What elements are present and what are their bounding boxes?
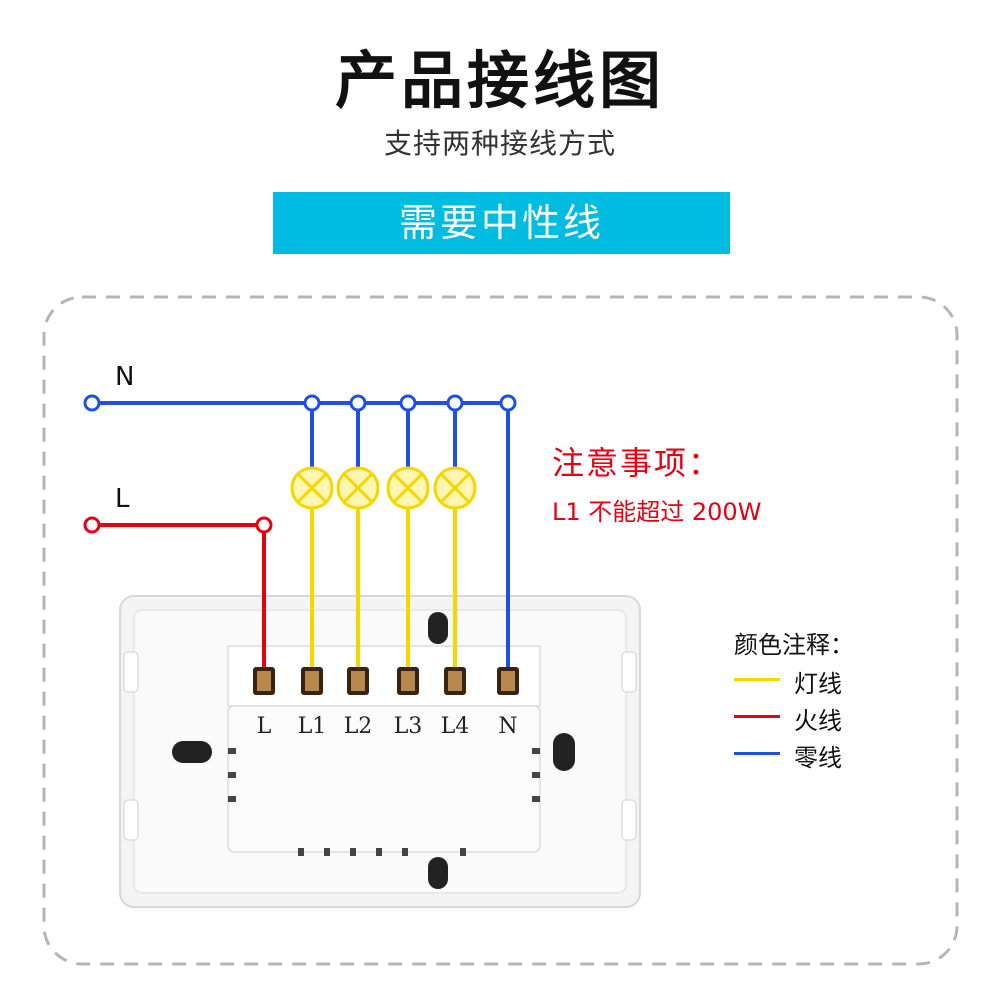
live-nodes: [83, 516, 273, 534]
clip-right-top: [621, 651, 637, 693]
page-title: 产品接线图: [334, 44, 665, 117]
legend-item-lamp: 灯线: [734, 664, 874, 698]
legend-item-live: 火线: [734, 701, 874, 735]
terminal-label-l1: L1: [297, 714, 327, 739]
lamp-1: [290, 466, 334, 510]
lamp-3: [386, 466, 430, 510]
dashed-frame: [42, 295, 959, 966]
clip-right-bottom: [621, 799, 637, 841]
neutral-wire: [92, 401, 510, 680]
terminal-label-n: N: [498, 714, 518, 739]
legend-swatch-neutral: [734, 752, 780, 755]
switch-housing: [227, 705, 541, 853]
legend-swatch-live: [734, 715, 780, 718]
screw-hole-bottom: [428, 857, 448, 889]
live-wire: [92, 523, 266, 680]
terminal-screws: [253, 667, 519, 695]
legend-label-lamp: 灯线: [794, 670, 842, 698]
clip-left-top: [123, 651, 139, 693]
lamp-wires: [310, 508, 457, 680]
page-subtitle: 支持两种接线方式: [383, 127, 616, 160]
live-wire-label: L: [115, 484, 130, 514]
terminal-label-l2: L2: [343, 714, 373, 739]
legend-item-neutral: 零线: [734, 738, 874, 772]
terminal-label-l: L: [256, 714, 272, 739]
neutral-nodes: [83, 394, 517, 412]
neutral-required-banner: 需要中性线: [273, 192, 730, 254]
neutral-wire-label: N: [115, 362, 135, 392]
clip-left-bottom: [123, 799, 139, 841]
legend-label-neutral: 零线: [794, 744, 842, 772]
screw-hole-top: [428, 612, 448, 644]
terminal-label-l3: L3: [393, 714, 423, 739]
legend-title: 颜色注释：: [734, 631, 854, 659]
notice-text: L1 不能超过 200W: [552, 498, 762, 526]
housing-vents: [228, 748, 540, 856]
screw-hole-left: [172, 741, 212, 763]
terminal-label-l4: L4: [440, 714, 470, 739]
screw-hole-right: [553, 733, 575, 771]
lamp-4: [433, 466, 477, 510]
notice-title: 注意事项：: [552, 444, 723, 482]
legend-label-live: 火线: [794, 707, 842, 735]
lamp-2: [336, 466, 380, 510]
legend-swatch-lamp: [734, 678, 780, 681]
